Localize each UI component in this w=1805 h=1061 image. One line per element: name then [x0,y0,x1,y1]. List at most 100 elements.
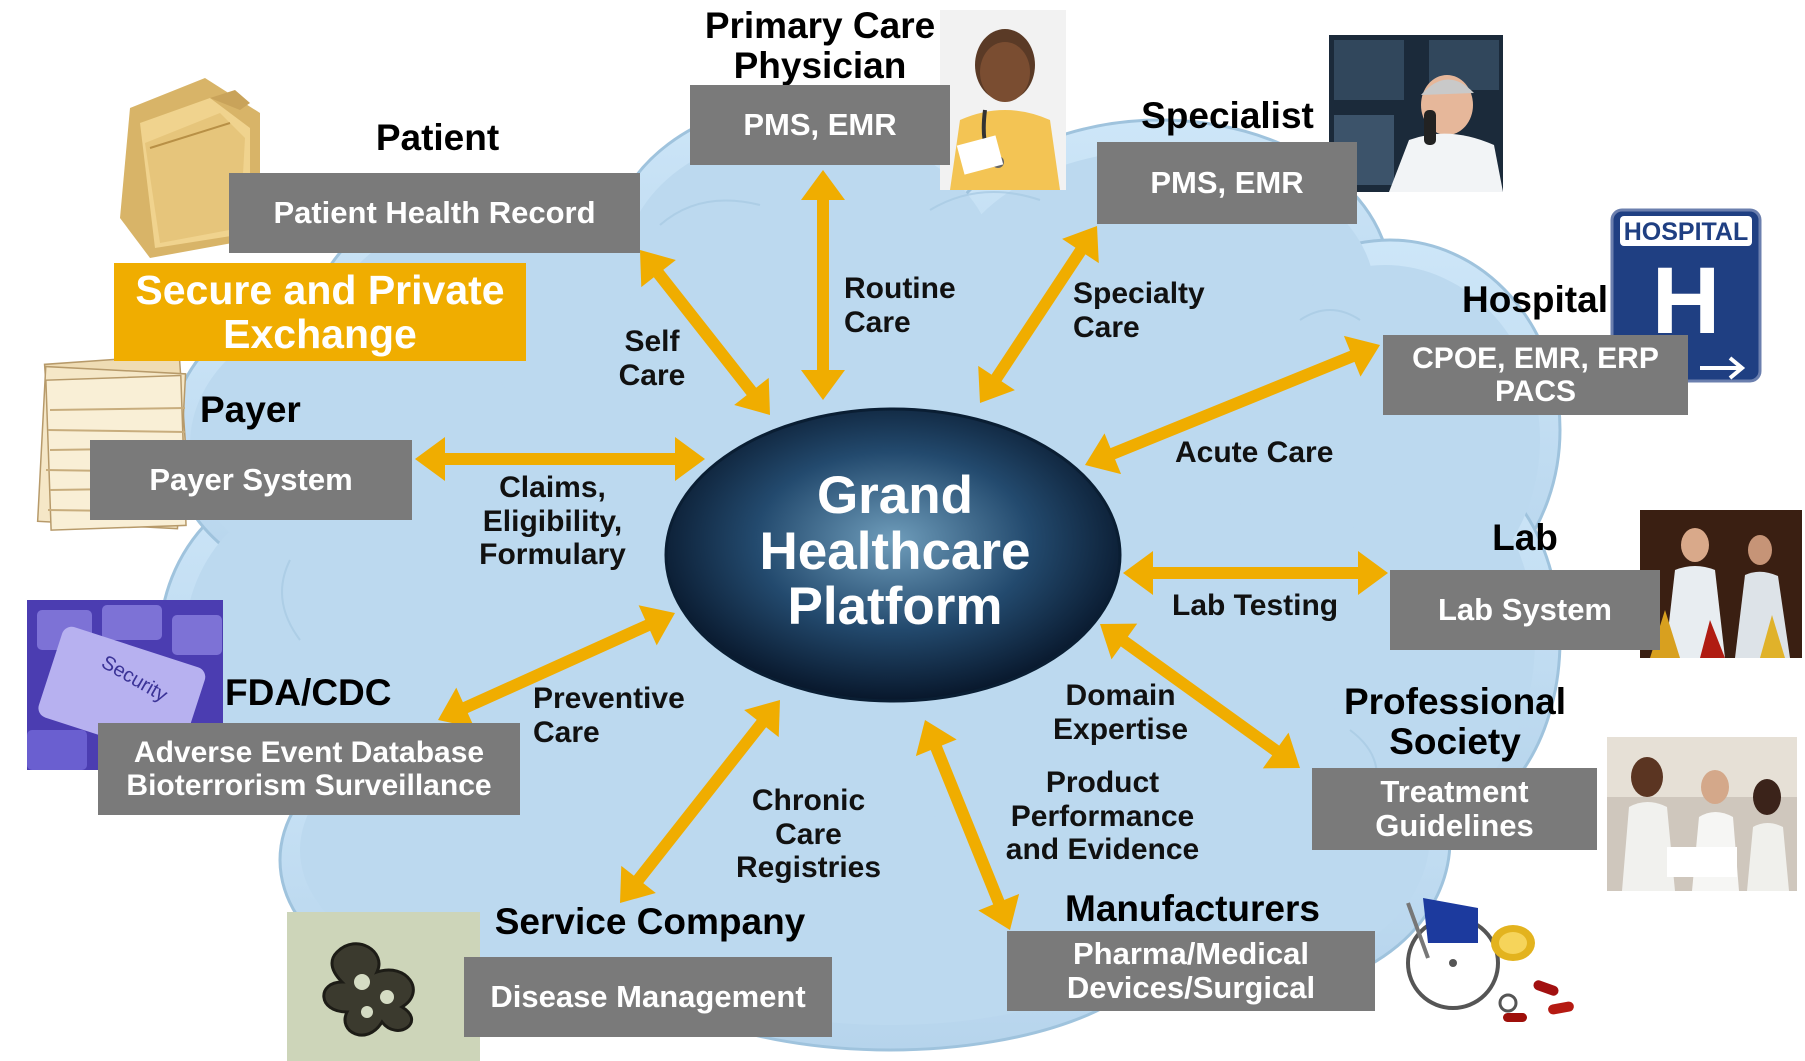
manila-folder-icon [120,78,260,258]
banner-line2: Exchange [223,311,417,357]
domain-expertise-line1: Domain [1065,679,1176,712]
patient-title-line1: Patient [375,117,500,158]
doctors-photo-icon [1607,737,1797,891]
claims-label: Claims, Eligibility, Formulary [470,471,635,572]
society-title-line2: Society [1389,720,1521,762]
arrow-product-performance [915,720,1020,930]
patient-title: Patient [350,118,525,158]
manufacturers-system-line2: Devices/Surgical [1066,970,1316,1005]
manufacturers-system-line1: Pharma/Medical [1072,935,1310,971]
routine-care-line2: Care [844,305,911,339]
claims-line2: Eligibility, [482,504,623,538]
manufacturers-system-box[interactable]: Pharma/Medical Devices/Surgical [1007,931,1375,1011]
platform-label-line3: Platform [787,577,1003,637]
banner-line1: Secure and Private [135,266,505,313]
specialist-title-line1: Specialist [1141,95,1314,136]
chronic-care-label: Chronic Care Registries [726,784,891,885]
arrow-claims [415,437,705,481]
arrow-chronic-care [620,700,780,903]
hospital-system-line2: PACS [1494,375,1577,408]
fda-system-line2: Bioterrorism Surveillance [126,769,492,802]
preventive-care-line1: Preventive [533,682,685,715]
self-care-line1: Self [624,325,680,358]
arrow-domain-expertise [1100,623,1300,769]
manufacturers-title-line1: Manufacturers [1065,888,1320,929]
arrow-lab-testing [1123,551,1388,595]
specialty-care-line1: Specialty [1073,277,1205,310]
hospital-sign-text: HOSPITAL [1624,218,1749,246]
fda-system-line1: Adverse Event Database [133,736,485,769]
fda-title-line1: FDA/CDC [225,672,392,713]
patient-system-box[interactable]: Patient Health Record [229,173,640,253]
self-care-line2: Care [618,358,686,392]
hospital-system-box[interactable]: CPOE, EMR, ERP PACS [1383,335,1688,415]
self-care-label: Self Care [612,325,692,392]
hospital-system-line1: CPOE, EMR, ERP [1412,342,1659,375]
specialist-system-box[interactable]: PMS, EMR [1097,142,1357,224]
chronic-care-line2: Care [775,817,842,851]
hospital-title: Hospital [1450,280,1620,320]
lab-photo-icon [1640,510,1802,658]
claims-line1: Claims, [499,471,606,504]
chronic-care-line1: Chronic [751,784,866,817]
specialist-photo-icon [1329,35,1503,192]
lab-system-box[interactable]: Lab System [1390,570,1660,650]
specialist-system-label: PMS, EMR [1150,164,1304,200]
product-performance-line2: Performance [1010,799,1195,833]
platform-label-line1: Grand [816,466,974,525]
product-performance-line3: and Evidence [1005,833,1200,867]
arrow-preventive-care [438,605,675,728]
acute-care-line1: Acute Care [1175,436,1334,469]
specialty-care-label: Specialty Care [1073,277,1205,344]
product-performance-line1: Product [1045,766,1160,799]
arrows [415,170,1388,930]
platform-label: Grand Healthcare Platform [700,468,1090,635]
wheelchair-pills-icon [1406,898,1574,1022]
pcp-title-line2: Physician [733,44,907,86]
payer-system-box[interactable]: Payer System [90,440,412,520]
pcp-system-box[interactable]: PMS, EMR [690,85,950,165]
acute-care-label: Acute Care [1175,436,1333,470]
routine-care-line1: Routine [844,272,956,305]
patient-system-label: Patient Health Record [273,194,596,230]
chronic-care-line3: Registries [735,851,882,885]
arrow-routine-care [801,170,845,400]
physician-photo-icon [940,10,1066,190]
virus-micrograph-icon [287,912,480,1061]
society-system-box[interactable]: Treatment Guidelines [1312,768,1597,850]
pcp-title: Primary Care Physician [690,6,950,86]
payer-system-label: Payer System [149,461,353,497]
service-title-line1: Service Company [494,901,806,942]
service-system-label: Disease Management [490,978,806,1014]
preventive-care-label: Preventive Care [533,682,685,749]
fda-system-box[interactable]: Adverse Event Database Bioterrorism Surv… [98,723,520,815]
payer-title-line1: Payer [200,389,301,430]
lab-system-label: Lab System [1437,591,1612,627]
service-title: Service Company [490,902,810,942]
specialty-care-line2: Care [1073,310,1140,344]
domain-expertise-label: Domain Expertise [1053,679,1188,746]
pcp-system-label: PMS, EMR [743,106,897,142]
arrow-specialty-care [978,226,1099,403]
preventive-care-line2: Care [533,715,600,749]
lab-testing-line1: Lab Testing [1172,589,1339,622]
manufacturers-title: Manufacturers [1045,889,1340,929]
society-system-line2: Guidelines [1375,808,1534,843]
society-title-line1: Professional [1343,681,1567,722]
payer-title: Payer [200,390,310,430]
specialist-title: Specialist [1120,96,1335,136]
society-system-line1: Treatment [1380,773,1529,809]
service-system-box[interactable]: Disease Management [464,957,832,1037]
fda-title: FDA/CDC [225,673,400,713]
routine-care-label: Routine Care [844,272,956,339]
pcp-title-line1: Primary Care [704,5,936,46]
lab-title: Lab [1470,518,1580,558]
claims-line3: Formulary [479,538,626,572]
product-performance-label: Product Performance and Evidence [995,766,1210,867]
hospital-title-line1: Hospital [1462,279,1608,320]
society-title: Professional Society [1330,682,1580,762]
lab-title-line1: Lab [1492,517,1558,558]
platform-ellipse [664,407,1122,703]
